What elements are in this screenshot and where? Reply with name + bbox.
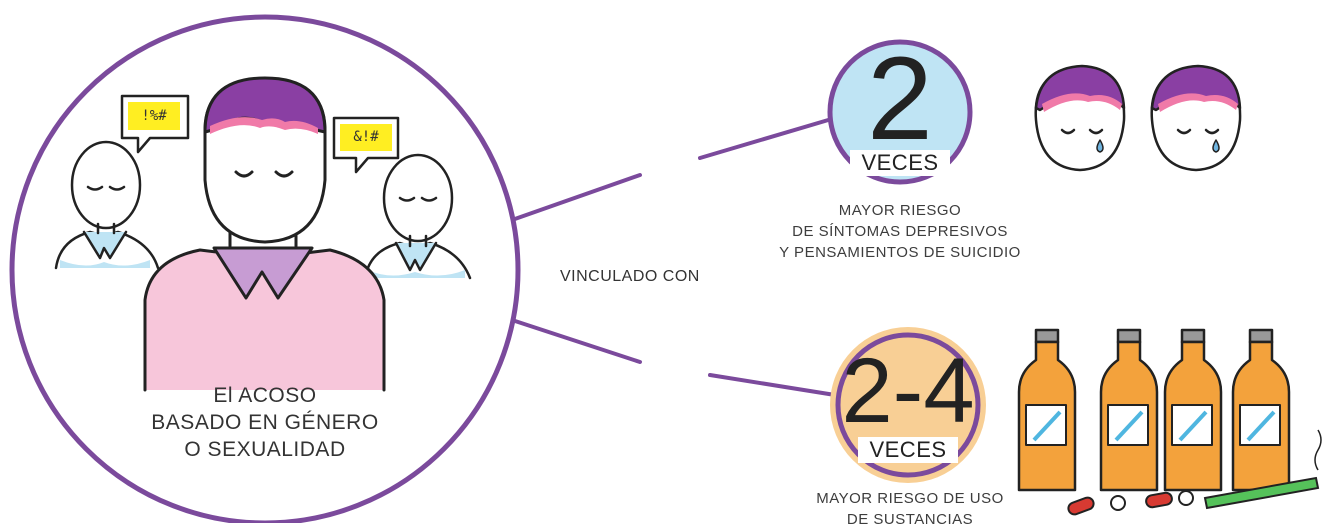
speech-bubble-left-icon <box>120 94 190 154</box>
bottle-icon <box>1099 328 1159 492</box>
stat-depression-caption: MAYOR RIESGO DE SÍNTOMAS DEPRESIVOS Y PE… <box>770 200 1030 263</box>
stat-depression-caption-line3: Y PENSAMIENTOS DE SUICIDIO <box>779 244 1021 261</box>
connector-lines <box>510 116 837 397</box>
person-main-icon <box>143 76 386 392</box>
bottle-icon <box>1017 328 1077 492</box>
main-caption-line1: El ACOSO <box>213 384 317 407</box>
bottle-icon <box>1163 328 1223 492</box>
stat-substance-number: 2-4 <box>841 340 975 442</box>
stat-substance-unit: VECES <box>858 437 958 463</box>
crying-face-right-icon <box>1150 64 1242 172</box>
person-right-icon <box>363 153 472 280</box>
speech-bubble-right-icon <box>332 116 400 174</box>
connector-top-outer <box>698 116 837 160</box>
stat-substance-caption-line2: DE SUSTANCIAS <box>846 511 974 528</box>
bottles-icon <box>1017 328 1291 492</box>
stat-substance-caption: MAYOR RIESGO DE USO DE SUSTANCIAS <box>780 488 1040 530</box>
stat-depression-caption-line2: DE SÍNTOMAS DEPRESIVOS <box>792 223 1008 240</box>
bottle-icon <box>1231 328 1291 492</box>
connector-top-inner <box>510 173 642 222</box>
crying-face-left-icon <box>1034 64 1126 172</box>
stat-depression-circle <box>827 39 973 185</box>
main-caption-line3: O SEXUALIDAD <box>184 438 346 461</box>
main-caption-line2: BASADO EN GÉNERO <box>151 411 379 434</box>
connector-bottom-inner <box>510 318 642 364</box>
speech-bubble-left-text: !%# <box>141 108 167 124</box>
speech-bubble-right-text: &!# <box>353 129 379 145</box>
stat-substance-caption-line1: MAYOR RIESGO DE USO <box>816 490 1004 507</box>
pills-icon <box>1067 490 1194 516</box>
stat-depression-unit: VECES <box>850 150 950 176</box>
stat-depression-number: 2 <box>867 33 933 165</box>
main-caption: El ACOSO BASADO EN GÉNERO O SEXUALIDAD <box>120 382 410 463</box>
person-left-icon <box>54 140 160 270</box>
connector-bottom-outer <box>708 373 837 397</box>
linking-label: VINCULADO CON <box>560 268 700 285</box>
stat-depression-caption-line1: MAYOR RIESGO <box>838 202 962 219</box>
cigarette-icon <box>1203 429 1322 510</box>
